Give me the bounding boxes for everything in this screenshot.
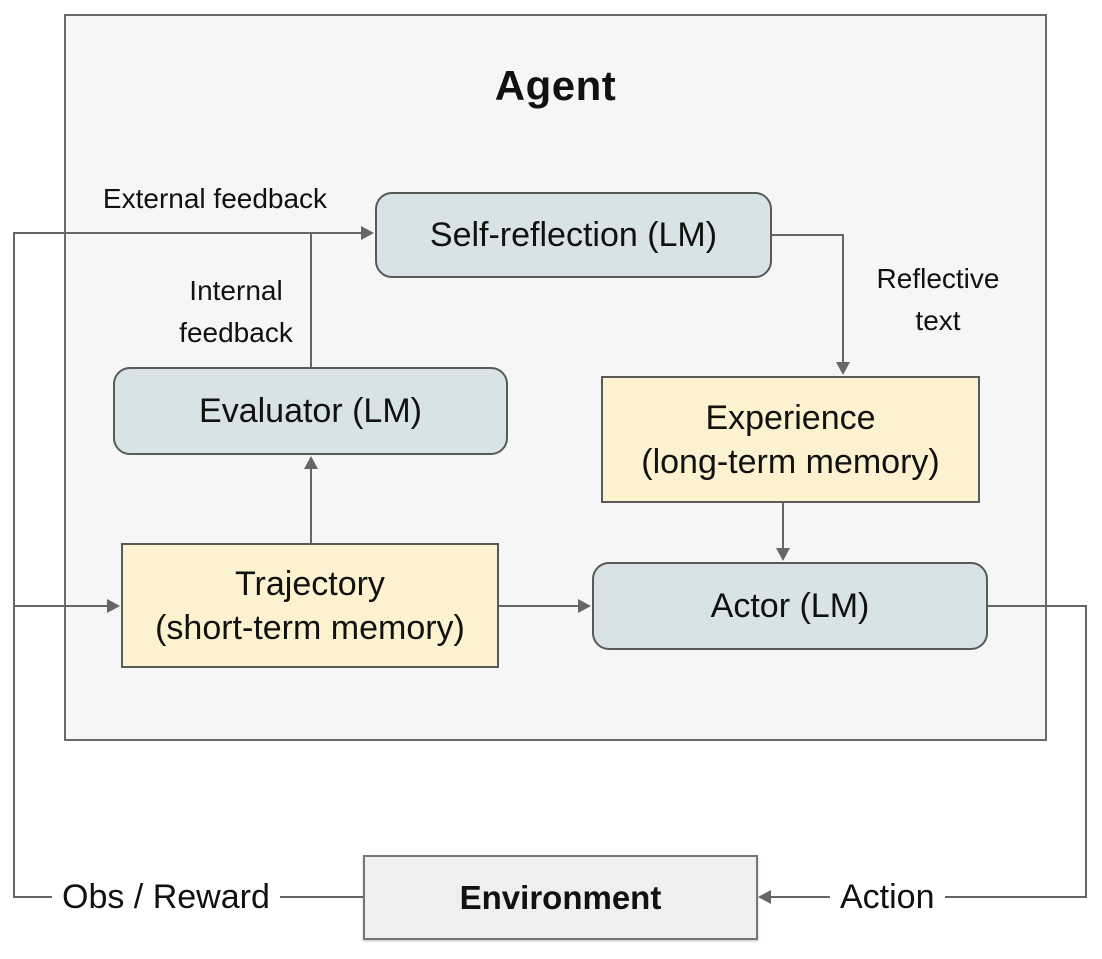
internal-feedback-label-line2: feedback — [179, 317, 293, 348]
trajectory-to-actor-line — [499, 605, 578, 607]
node-self-reflection: Self-reflection (LM) — [375, 192, 772, 278]
actor-exit-line — [988, 605, 1086, 607]
self-reflection-exit-line — [772, 234, 844, 236]
action-down-line — [1085, 605, 1087, 898]
node-experience-sublabel: (long-term memory) — [641, 442, 940, 481]
node-actor: Actor (LM) — [592, 562, 988, 650]
agent-title: Agent — [494, 62, 617, 109]
node-evaluator: Evaluator (LM) — [113, 367, 508, 455]
internal-feedback-line — [310, 233, 312, 367]
arrowhead-into-actor-top — [776, 548, 790, 561]
reflective-text-label-line2: text — [915, 305, 961, 336]
node-trajectory-sublabel: (short-term memory) — [155, 608, 465, 647]
arrowhead-into-experience — [836, 362, 850, 375]
node-actor-label: Actor (LM) — [710, 587, 870, 625]
node-trajectory-label: Trajectory — [235, 564, 385, 603]
node-environment: Environment — [363, 855, 758, 940]
experience-to-actor-line — [782, 503, 784, 548]
left-loop-line — [13, 232, 15, 898]
arrowhead-into-trajectory — [107, 599, 120, 613]
node-environment-label: Environment — [459, 878, 662, 916]
node-experience: Experience (long-term memory) — [601, 376, 980, 503]
arrowhead-into-self-reflection — [361, 226, 374, 240]
arrowhead-into-environment — [758, 890, 771, 904]
trajectory-to-evaluator-line — [310, 469, 312, 543]
obs-reward-label: Obs / Reward — [52, 876, 280, 918]
node-trajectory: Trajectory (short-term memory) — [121, 543, 499, 668]
arrowhead-into-actor-left — [578, 599, 591, 613]
reflective-text-label: Reflective text — [853, 258, 1023, 342]
node-evaluator-label: Evaluator (LM) — [199, 392, 422, 430]
reflective-text-label-line1: Reflective — [876, 263, 1000, 294]
action-label: Action — [830, 876, 945, 918]
obs-to-trajectory-line — [13, 605, 107, 607]
node-experience-label: Experience — [705, 398, 876, 437]
external-feedback-line — [13, 232, 361, 234]
node-self-reflection-label: Self-reflection (LM) — [429, 216, 718, 254]
external-feedback-label: External feedback — [102, 183, 328, 214]
arrowhead-into-evaluator — [304, 456, 318, 469]
internal-feedback-label-line1: Internal — [189, 275, 283, 306]
reflective-text-line — [842, 234, 844, 362]
internal-feedback-label: Internal feedback — [146, 270, 326, 354]
